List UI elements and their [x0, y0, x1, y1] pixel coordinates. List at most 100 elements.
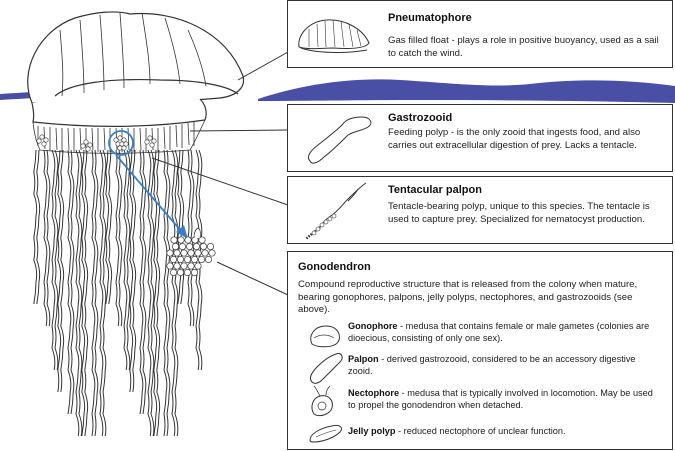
- tentacle-strand: [177, 149, 182, 305]
- tentacle-strand-edge: [102, 149, 107, 437]
- pneumatophore-icon: [298, 19, 370, 53]
- palpon-desc: - derived gastrozooid, considered to be …: [348, 354, 636, 377]
- tentacle-strand: [171, 149, 176, 437]
- gonodendron-bud: [199, 242, 208, 251]
- gonodendron-bud: [176, 268, 185, 277]
- gonodendron-bud: [170, 236, 178, 244]
- gonodendron-box: Gonodendron Compound reproductive struct…: [287, 251, 673, 450]
- gonodendron-bud: [190, 268, 199, 277]
- tentacular-palpon-box: Tentacular palpon Tentacle-bearing polyp…: [287, 176, 673, 244]
- gonodendron-bud: [190, 255, 199, 264]
- tentacle-strand: [81, 149, 86, 437]
- gonophore-name: Gonophore: [348, 321, 398, 331]
- gonophore-icon: [310, 325, 340, 348]
- gonodendron-cluster-small: [36, 134, 157, 152]
- gonodendron-bud: [173, 262, 181, 270]
- tentacle-strand-edge: [150, 149, 155, 437]
- gonophore-text: Gonophore - medusa that contains female …: [348, 320, 660, 344]
- tentacle-strand-edge: [118, 149, 123, 327]
- gonodendron-bud: [187, 249, 195, 257]
- gonodendron-bud: [194, 262, 202, 270]
- palpon-text: Palpon - derived gastrozooid, considered…: [348, 353, 660, 377]
- gonodendron-bud: [187, 262, 195, 270]
- gonodendron-stalk: [193, 227, 201, 239]
- highlight-circle: [108, 130, 134, 156]
- pneumatophore-desc: Gas filled float - plays a role in posit…: [388, 35, 659, 59]
- gonodendron-bud: [180, 262, 188, 270]
- leader-lines: [151, 51, 289, 296]
- tentacle-strand: [57, 149, 62, 393]
- tentacle-strand-edge: [54, 149, 59, 371]
- tentacle-strand: [75, 149, 80, 437]
- nectophore-name: Nectophore: [348, 388, 400, 398]
- gonodendron-bud: [184, 236, 192, 244]
- gonodendron-bud: [204, 255, 213, 264]
- nectophore-desc: - medusa that is typically involved in l…: [348, 388, 653, 411]
- tentacle-strand: [51, 149, 56, 371]
- gonodendron-desc: Compound reproductive structure that is …: [298, 279, 638, 316]
- tentacle-strand-edge: [46, 149, 51, 327]
- tentacle-strand-edge: [132, 149, 137, 393]
- jelly-polyp-name: Jelly polyp: [348, 426, 396, 436]
- tentacular-palpon-desc: Tentacle-bearing polyp, unique to this s…: [388, 201, 650, 225]
- pneumatophore-box: Pneumatophore Gas filled float - plays a…: [287, 0, 673, 68]
- gonodendron-bud: [169, 268, 178, 277]
- tentacle-strand: [33, 149, 38, 305]
- gonodendron-bud: [183, 255, 192, 264]
- tentacle-strand-edge: [126, 149, 131, 371]
- tentacle-strand-edge: [36, 149, 41, 305]
- tentacle-strand: [139, 149, 144, 415]
- jelly-polyp-desc: - reduced nectophore of unclear function…: [395, 426, 566, 436]
- tentacle-strand: [129, 149, 134, 393]
- gastrozooid-icon: [307, 116, 372, 164]
- tentacle-strand-edge: [70, 149, 75, 415]
- tentacle-strand: [115, 149, 120, 327]
- tentacle-strand-edge: [174, 149, 179, 437]
- gonodendron-bud: [166, 262, 174, 270]
- tentacle-strand: [123, 149, 128, 371]
- tentacle-strand-edge: [156, 149, 161, 437]
- gonodendron-bud: [178, 242, 187, 251]
- highlight-gonodendron: [113, 135, 129, 151]
- nectophore-icon: [311, 385, 333, 417]
- gonodendron-bud: [197, 255, 206, 264]
- tentacle-strand: [99, 149, 104, 437]
- gonodendron-bud: [194, 249, 202, 257]
- gonodendron-bud: [171, 242, 180, 251]
- tentacular-palpon-icon: [305, 182, 367, 240]
- tentacle-strand: [153, 149, 158, 437]
- gonodendron-bud: [201, 249, 209, 257]
- gonodendron-bud: [166, 249, 174, 257]
- gastrozooid-desc: Feeding polyp - is the only zooid that i…: [388, 127, 641, 151]
- tentacle-strand: [67, 149, 72, 415]
- tentacle-strand-edge: [190, 149, 195, 327]
- tentacle-strand-edge: [142, 149, 147, 415]
- gonodendron-bud: [185, 242, 194, 251]
- gastrozooid-title: Gastrozooid: [388, 112, 453, 124]
- gastrozooid-box: Gastrozooid Feeding polyp - is the only …: [287, 104, 673, 172]
- tentacle-strand: [91, 149, 96, 437]
- jelly-polyp-text: Jelly polyp - reduced nectophore of uncl…: [348, 425, 660, 437]
- arrow-shaft: [115, 154, 183, 233]
- gonodendron-bud: [169, 255, 178, 264]
- gonodendron-title: Gonodendron: [298, 261, 371, 273]
- arrow-head: [176, 225, 188, 239]
- jelly-polyp-icon: [309, 425, 343, 443]
- tentacle-strand-edge: [60, 149, 65, 393]
- palpon-icon: [309, 353, 343, 384]
- gonodendron-bud: [180, 249, 188, 257]
- palpon-name: Palpon: [348, 354, 379, 364]
- tentacle-strand-edge: [166, 149, 171, 437]
- tentacle-strand: [105, 149, 110, 305]
- gonodendron-bud: [192, 242, 201, 251]
- gonophore-desc: - medusa that contains female or male ga…: [348, 321, 650, 344]
- float: [27, 11, 245, 127]
- tentacles: [33, 149, 203, 437]
- water-surface-right: [258, 79, 675, 103]
- gonodendron-bud: [198, 236, 206, 244]
- gonodendron-bud: [173, 249, 181, 257]
- tentacle-strand-edge: [94, 149, 99, 437]
- tentacle-strand-edge: [108, 149, 113, 305]
- tentacle-strand-edge: [78, 149, 83, 437]
- gonodendron-bud: [206, 242, 215, 251]
